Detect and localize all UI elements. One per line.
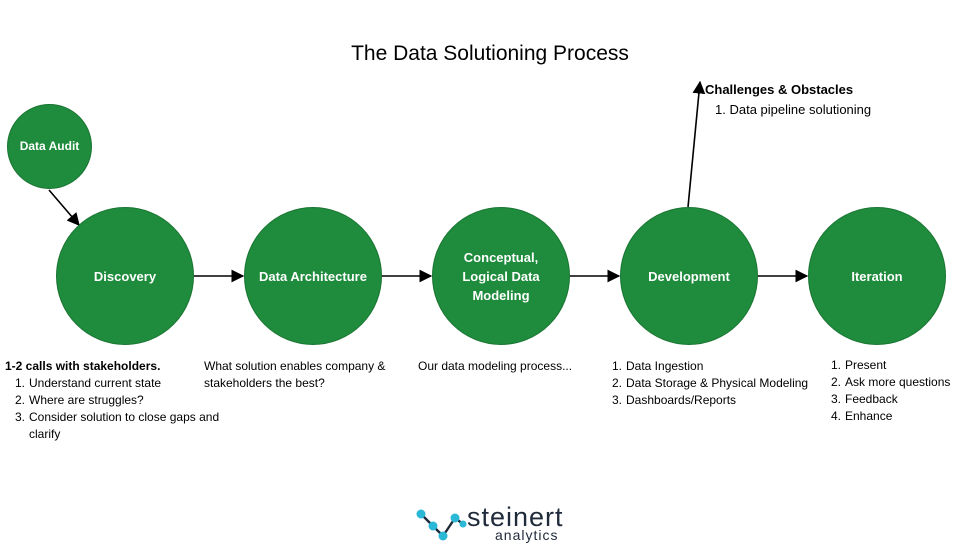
challenges-note: Challenges & Obstacles 1. Data pipeline …	[705, 80, 871, 120]
list-number: 2.	[831, 375, 842, 389]
list-item: 3.Feedback	[831, 391, 971, 408]
arrow-audit-to-discovery	[48, 189, 80, 226]
node-label: Discovery	[93, 268, 157, 284]
challenges-item: 1. Data pipeline solutioning	[705, 100, 871, 120]
list-item: 1.Present	[831, 357, 971, 374]
list-item: 1.Understand current state	[15, 375, 235, 392]
architecture-text: What solution enables company & stakehol…	[204, 359, 386, 390]
node-label: Development	[648, 268, 730, 284]
node-development: Development	[620, 207, 758, 345]
list-item: 3.Dashboards/Reports	[612, 392, 822, 409]
node-label: Data Architecture	[259, 268, 367, 284]
list-text: Data Storage & Physical Modeling	[626, 376, 809, 390]
list-text: Ask more questions	[845, 375, 951, 389]
list-number: 1.	[15, 376, 26, 390]
list-text: Dashboards/Reports	[626, 393, 737, 407]
list-number: 4.	[831, 409, 842, 423]
list-text: Data Ingestion	[626, 359, 704, 373]
list-text: Data pipeline solutioning	[729, 102, 872, 117]
node-data-architecture: Data Architecture	[244, 207, 382, 345]
node-label: Iteration	[851, 268, 903, 284]
list-item: 2.Where are struggles?	[15, 392, 235, 409]
architecture-notes: What solution enables company & stakehol…	[204, 358, 404, 392]
logo-wordmark-primary: steinert	[467, 502, 564, 532]
list-number: 3.	[612, 393, 623, 407]
list-number: 2.	[15, 393, 26, 407]
list-number: 1.	[612, 359, 623, 373]
list-number: 2.	[612, 376, 623, 390]
iteration-notes: 1.Present 2.Ask more questions 3.Feedbac…	[831, 357, 971, 425]
list-text: Consider solution to close gaps and clar…	[29, 410, 220, 441]
list-item: 1.Data Ingestion	[612, 358, 822, 375]
discovery-heading: 1-2 calls with stakeholders.	[5, 359, 161, 373]
list-item: 2.Ask more questions	[831, 374, 971, 391]
list-item: 4.Enhance	[831, 408, 971, 425]
node-conceptual-logical-modeling: Conceptual, Logical Data Modeling	[432, 207, 570, 345]
logo-mark-icon	[416, 509, 467, 541]
node-label: Data Audit	[19, 139, 80, 153]
list-text: Understand current state	[29, 376, 162, 390]
logo-wordmark-secondary: analytics	[495, 527, 559, 543]
modeling-text: Our data modeling process...	[418, 359, 573, 373]
node-iteration: Iteration	[808, 207, 946, 345]
modeling-notes: Our data modeling process...	[418, 358, 608, 375]
development-notes: 1.Data Ingestion 2.Data Storage & Physic…	[612, 358, 822, 409]
list-text: Where are struggles?	[29, 393, 144, 407]
list-item: 2.Data Storage & Physical Modeling	[612, 375, 822, 392]
arrow-development-to-challenges	[687, 80, 706, 208]
list-text: Feedback	[845, 392, 898, 406]
node-discovery: Discovery	[56, 207, 194, 345]
diagram-title: The Data Solutioning Process	[351, 42, 629, 65]
list-text: Present	[845, 358, 887, 372]
list-number: 3.	[15, 410, 26, 424]
list-number: 1.	[831, 358, 842, 372]
list-number: 3.	[831, 392, 842, 406]
list-text: Enhance	[845, 409, 893, 423]
list-number: 1.	[715, 102, 726, 117]
discovery-notes: 1-2 calls with stakeholders. 1.Understan…	[5, 358, 235, 443]
steinert-analytics-logo: steinert analytics	[415, 500, 575, 546]
challenges-heading: Challenges & Obstacles	[705, 82, 854, 97]
list-item: 3.Consider solution to close gaps and cl…	[15, 409, 235, 443]
node-label: Conceptual, Logical Data Modeling	[462, 249, 540, 303]
node-data-audit: Data Audit	[7, 104, 92, 189]
